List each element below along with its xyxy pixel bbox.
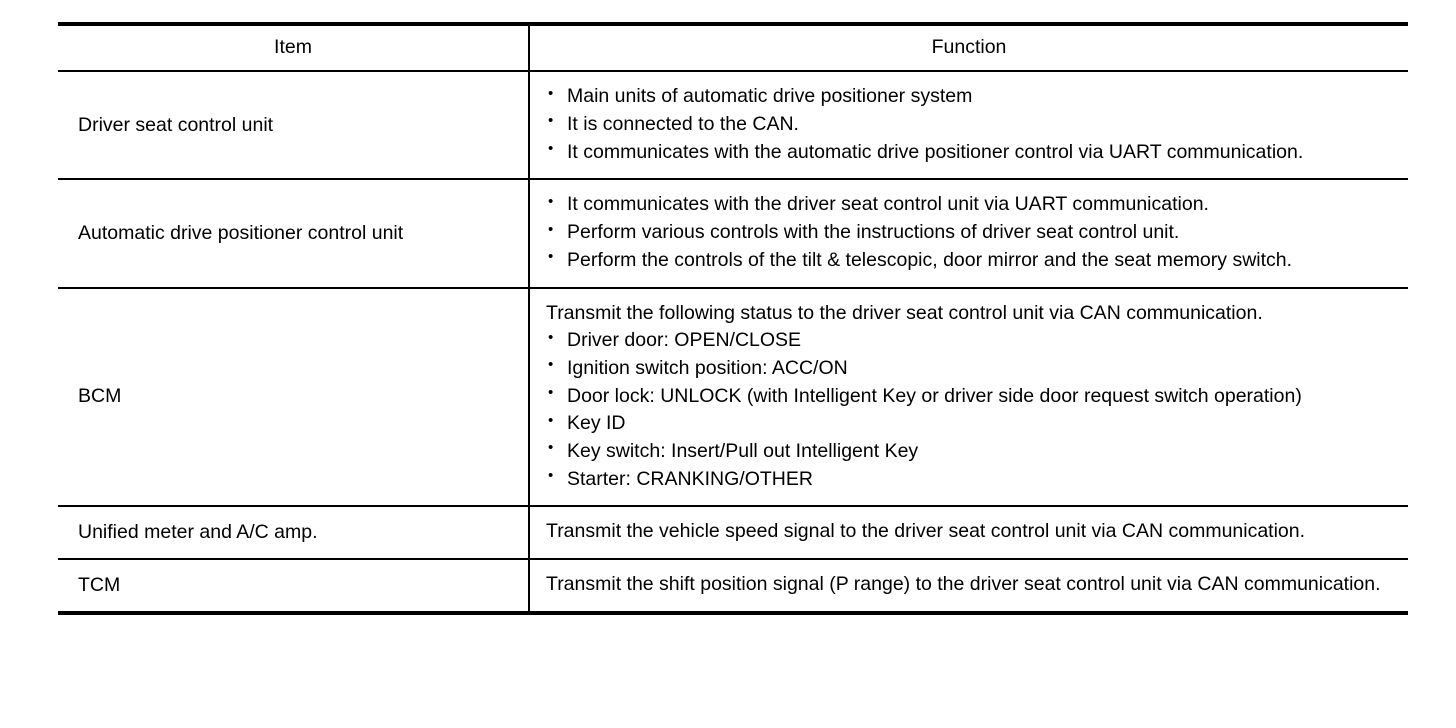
table-row: Driver seat control unit Main units of a…: [58, 71, 1408, 181]
list-item: Starter: CRANKING/OTHER: [546, 465, 1400, 494]
table-row: Unified meter and A/C amp. Transmit the …: [58, 506, 1408, 561]
row-item-label: Automatic drive positioner control unit: [58, 179, 529, 289]
function-lead-text: Transmit the shift position signal (P ra…: [546, 573, 1381, 596]
row-function-cell: Transmit the vehicle speed signal to the…: [528, 506, 1408, 561]
row-item-label: Driver seat control unit: [58, 71, 529, 181]
function-bullet-list: Driver door: OPEN/CLOSE Ignition switch …: [546, 327, 1400, 493]
list-item: Ignition switch position: ACC/ON: [546, 354, 1400, 383]
row-item-label: TCM: [58, 559, 529, 615]
table-row: Automatic drive positioner control unit …: [58, 179, 1408, 289]
function-lead-text: Transmit the vehicle speed signal to the…: [546, 520, 1306, 543]
column-header-item: Item: [58, 21, 529, 73]
row-function-cell: Main units of automatic drive positioner…: [528, 71, 1408, 181]
list-item: Perform various controls with the instru…: [546, 219, 1400, 247]
row-function-cell: Transmit the shift position signal (P ra…: [528, 559, 1408, 615]
function-bullet-list: It communicates with the driver seat con…: [546, 191, 1400, 274]
list-item: Key ID: [546, 410, 1400, 438]
list-item: It is connected to the CAN.: [546, 110, 1400, 139]
table-body: Driver seat control unit Main units of a…: [58, 71, 1408, 615]
list-item: Driver door: OPEN/CLOSE: [546, 327, 1400, 355]
component-function-table: Item Function Driver seat control unit M…: [58, 21, 1408, 615]
list-item: Perform the controls of the tilt & teles…: [546, 246, 1400, 275]
list-item: Main units of automatic drive positioner…: [546, 83, 1400, 111]
row-function-cell: Transmit the following status to the dri…: [528, 287, 1408, 508]
table-header-row: Item Function: [58, 21, 1408, 73]
row-function-cell: It communicates with the driver seat con…: [528, 179, 1408, 289]
list-item: Door lock: UNLOCK (with Intelligent Key …: [546, 382, 1400, 411]
list-item: Key switch: Insert/Pull out Intelligent …: [546, 437, 1400, 466]
function-bullet-list: Main units of automatic drive positioner…: [546, 83, 1400, 166]
row-item-label: BCM: [58, 287, 529, 508]
list-item: It communicates with the driver seat con…: [546, 191, 1400, 219]
column-header-function: Function: [528, 21, 1408, 73]
table-row: BCM Transmit the following status to the…: [58, 287, 1408, 508]
list-item: It communicates with the automatic drive…: [546, 138, 1400, 167]
table-row: TCM Transmit the shift position signal (…: [58, 559, 1408, 615]
row-item-label: Unified meter and A/C amp.: [58, 506, 529, 561]
function-lead-text: Transmit the following status to the dri…: [546, 301, 1263, 324]
